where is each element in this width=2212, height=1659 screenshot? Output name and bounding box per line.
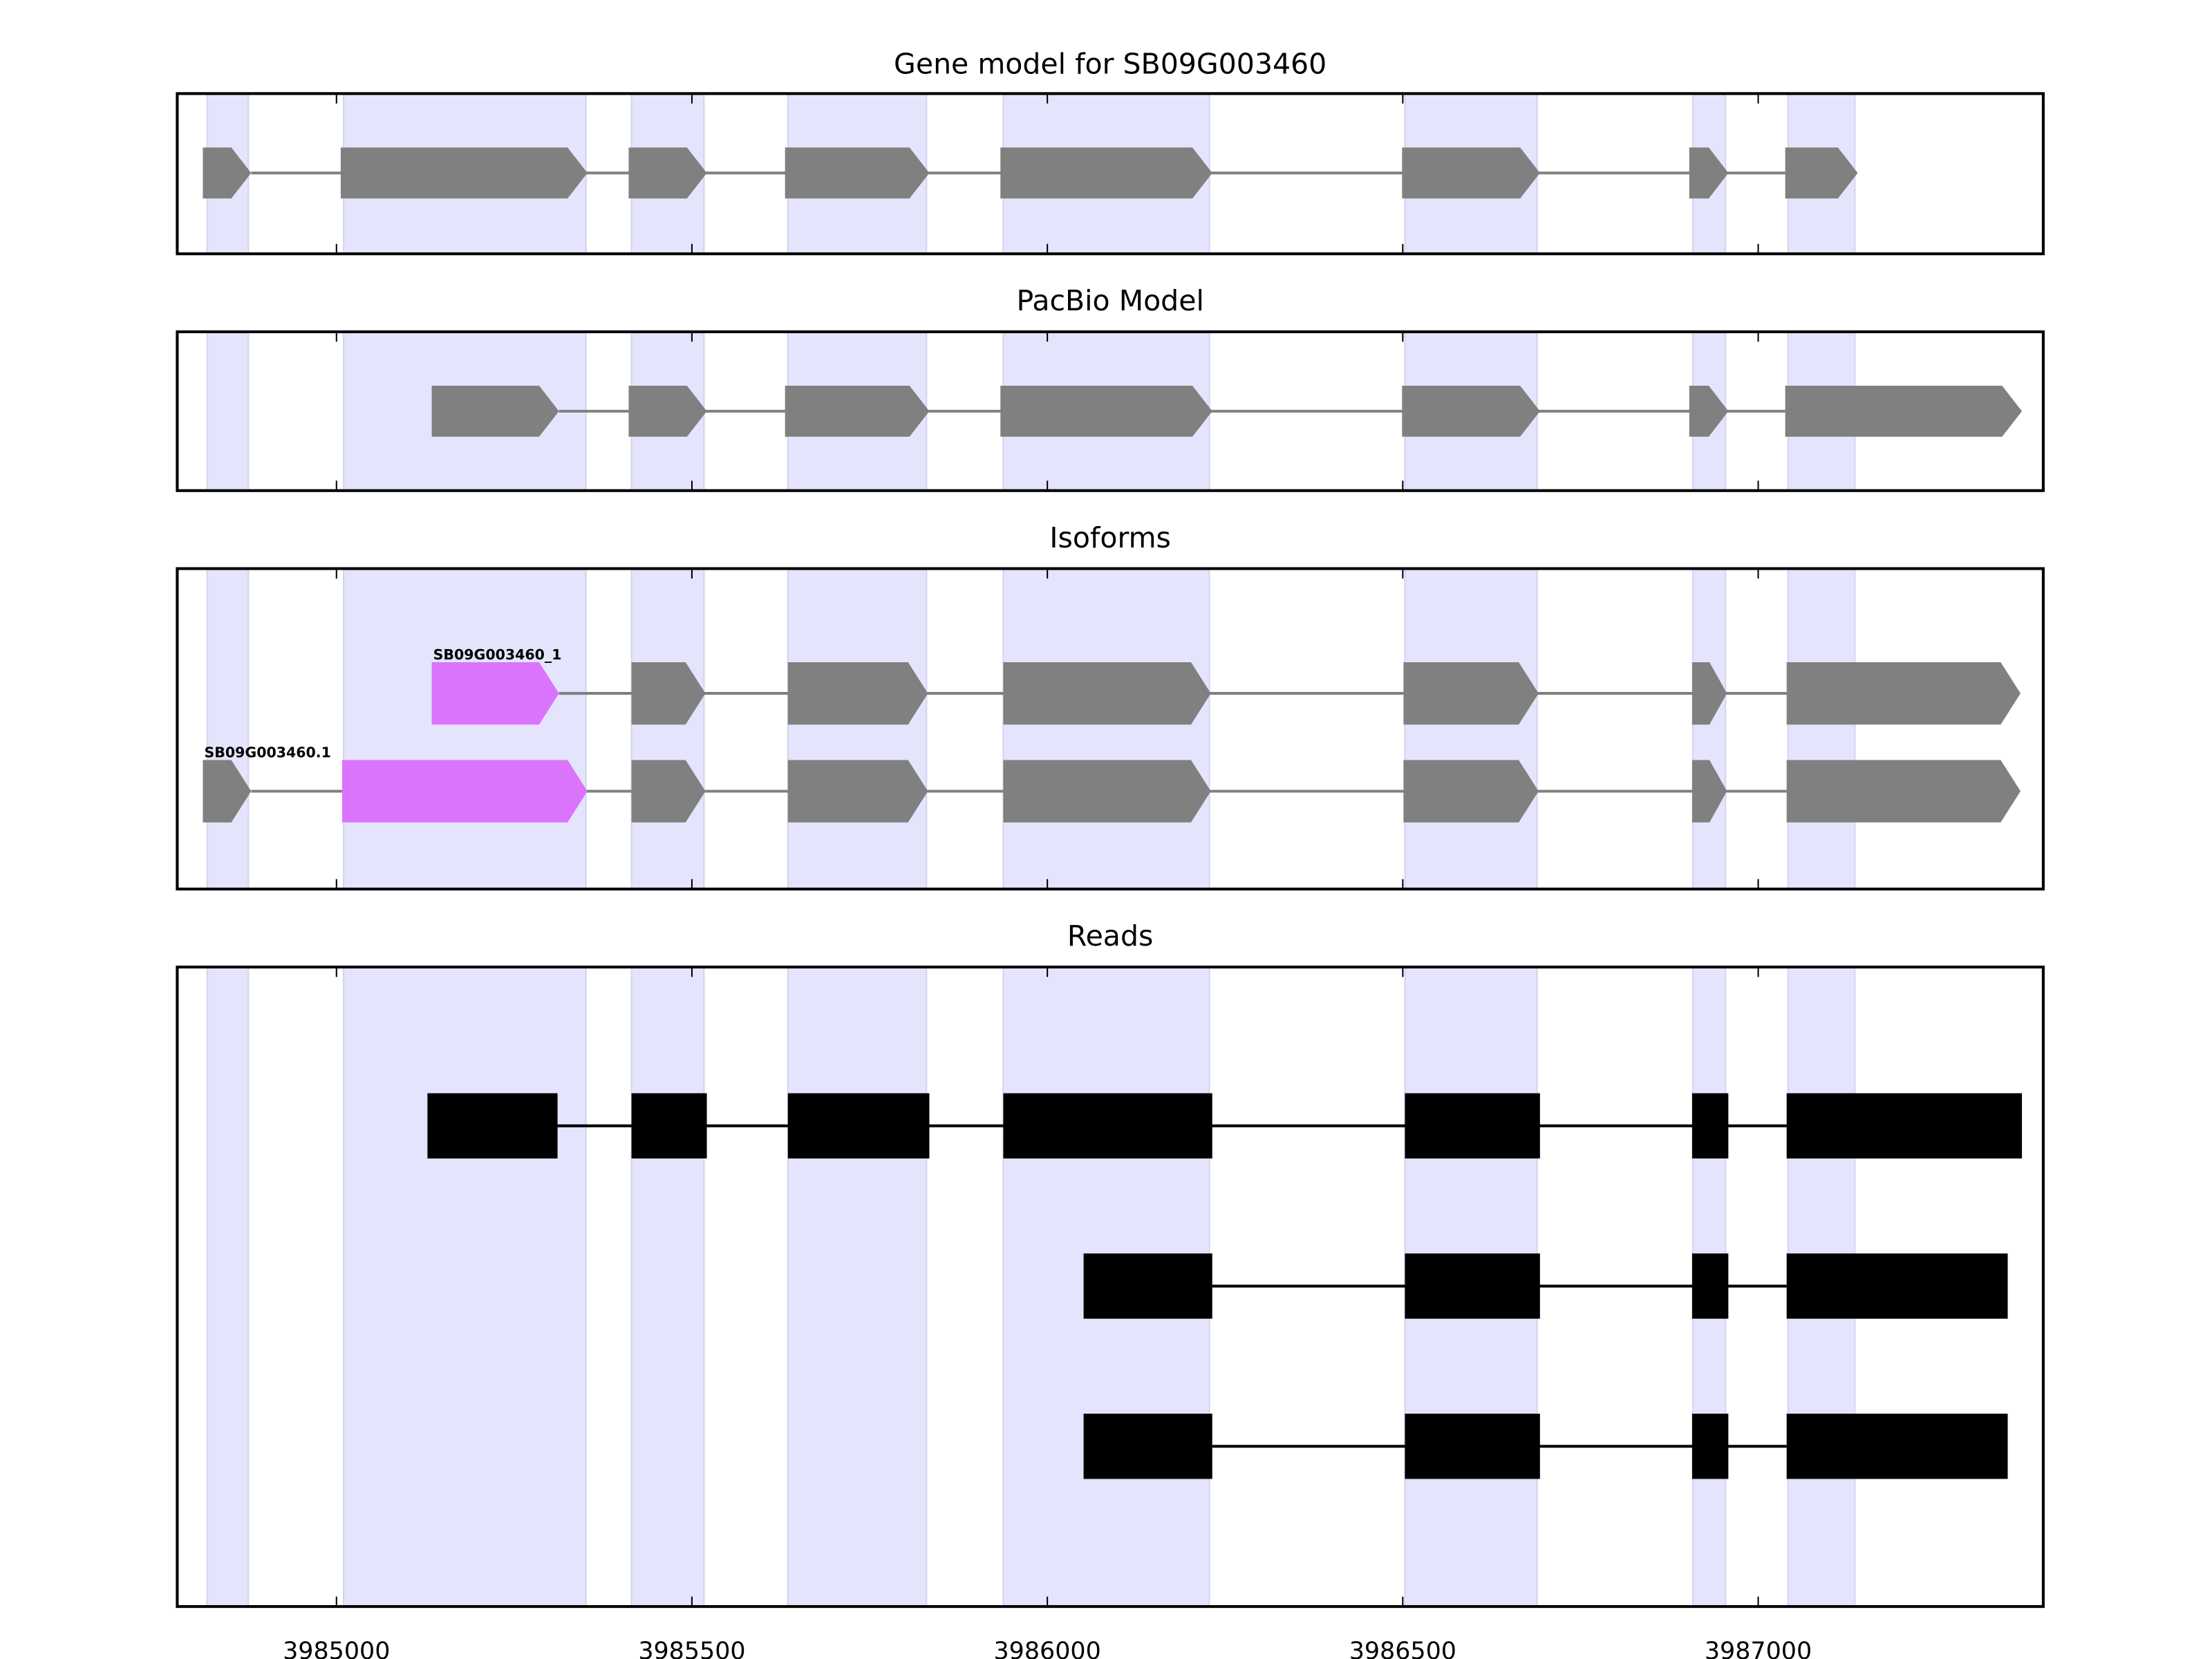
shaded-exon-region <box>1002 568 1210 890</box>
shaded-exon-region <box>1787 568 1856 890</box>
exon-arrow <box>631 662 706 725</box>
exon-arrow <box>340 147 588 199</box>
x-tick-label: 3987000 <box>1705 1638 1812 1659</box>
read-block <box>427 1093 558 1159</box>
x-tick-label: 3985500 <box>638 1638 745 1659</box>
read-block <box>631 1093 707 1159</box>
read-block <box>1691 1253 1729 1319</box>
exon-arrow <box>1689 385 1729 437</box>
read-block <box>1083 1414 1212 1479</box>
exon-arrow <box>431 662 559 725</box>
shaded-exon-region <box>630 966 705 1608</box>
x-tick-label: 3986000 <box>994 1638 1101 1659</box>
exon-arrow <box>628 147 707 199</box>
read-block <box>1083 1253 1212 1319</box>
read-block <box>1405 1414 1540 1479</box>
panel-title-isoforms: Isoforms <box>1049 521 1171 554</box>
read-block <box>787 1093 930 1159</box>
exon-arrow <box>1786 662 2021 725</box>
exon-arrow <box>1403 760 1539 823</box>
read-block <box>1786 1093 2023 1159</box>
exon-arrow <box>1786 760 2021 823</box>
read-block <box>1405 1093 1540 1159</box>
exon-arrow <box>785 385 930 437</box>
panel-frame <box>176 965 2045 1609</box>
exon-arrow <box>1785 385 2023 437</box>
exon-arrow <box>1402 385 1540 437</box>
exon-arrow <box>785 147 930 199</box>
read-block <box>1786 1253 2008 1319</box>
exon-arrow <box>787 760 928 823</box>
shaded-exon-region <box>206 330 250 491</box>
exon-arrow <box>1003 662 1211 725</box>
exon-arrow <box>203 760 252 823</box>
isoform-label: SB09G003460_1 <box>433 646 562 663</box>
read-block <box>1691 1093 1729 1159</box>
shaded-exon-region <box>343 568 587 890</box>
shaded-exon-region <box>1691 568 1727 890</box>
read-block <box>1405 1253 1540 1319</box>
panel-title-pacbio: PacBio Model <box>1016 284 1203 317</box>
exon-arrow <box>341 760 588 823</box>
exon-arrow <box>1000 147 1212 199</box>
read-block <box>1786 1414 2008 1479</box>
panel-title-gene-model: Gene model for SB09G003460 <box>894 48 1327 81</box>
panel-3 <box>176 965 2045 1609</box>
shaded-exon-region <box>787 966 928 1608</box>
panel-1 <box>176 330 2045 492</box>
exon-arrow <box>1691 760 1727 823</box>
shaded-exon-region <box>1404 568 1538 890</box>
panel-title-reads: Reads <box>1067 919 1153 953</box>
exon-arrow <box>431 385 559 437</box>
panel-frame <box>176 330 2045 492</box>
read-block <box>1691 1414 1729 1479</box>
exon-arrow <box>1402 147 1540 199</box>
shaded-exon-region <box>206 568 250 890</box>
shaded-exon-region <box>787 568 928 890</box>
panel-0 <box>176 92 2045 256</box>
shaded-exon-region <box>206 966 250 1608</box>
exon-arrow <box>1785 147 1858 199</box>
read-block <box>1003 1093 1212 1159</box>
exon-arrow <box>1003 760 1211 823</box>
exon-arrow <box>203 147 252 199</box>
exon-arrow <box>1403 662 1539 725</box>
exon-arrow <box>631 760 706 823</box>
exon-arrow <box>787 662 928 725</box>
x-tick-label: 3986500 <box>1349 1638 1456 1659</box>
panel-frame <box>176 92 2045 256</box>
exon-arrow <box>1000 385 1212 437</box>
exon-arrow <box>628 385 707 437</box>
panel-frame <box>176 567 2045 891</box>
isoform-label: SB09G003460.1 <box>204 744 330 760</box>
exon-arrow <box>1691 662 1727 725</box>
shaded-exon-region <box>630 568 705 890</box>
x-tick-label: 3985000 <box>283 1638 390 1659</box>
shaded-exon-region <box>343 966 587 1608</box>
